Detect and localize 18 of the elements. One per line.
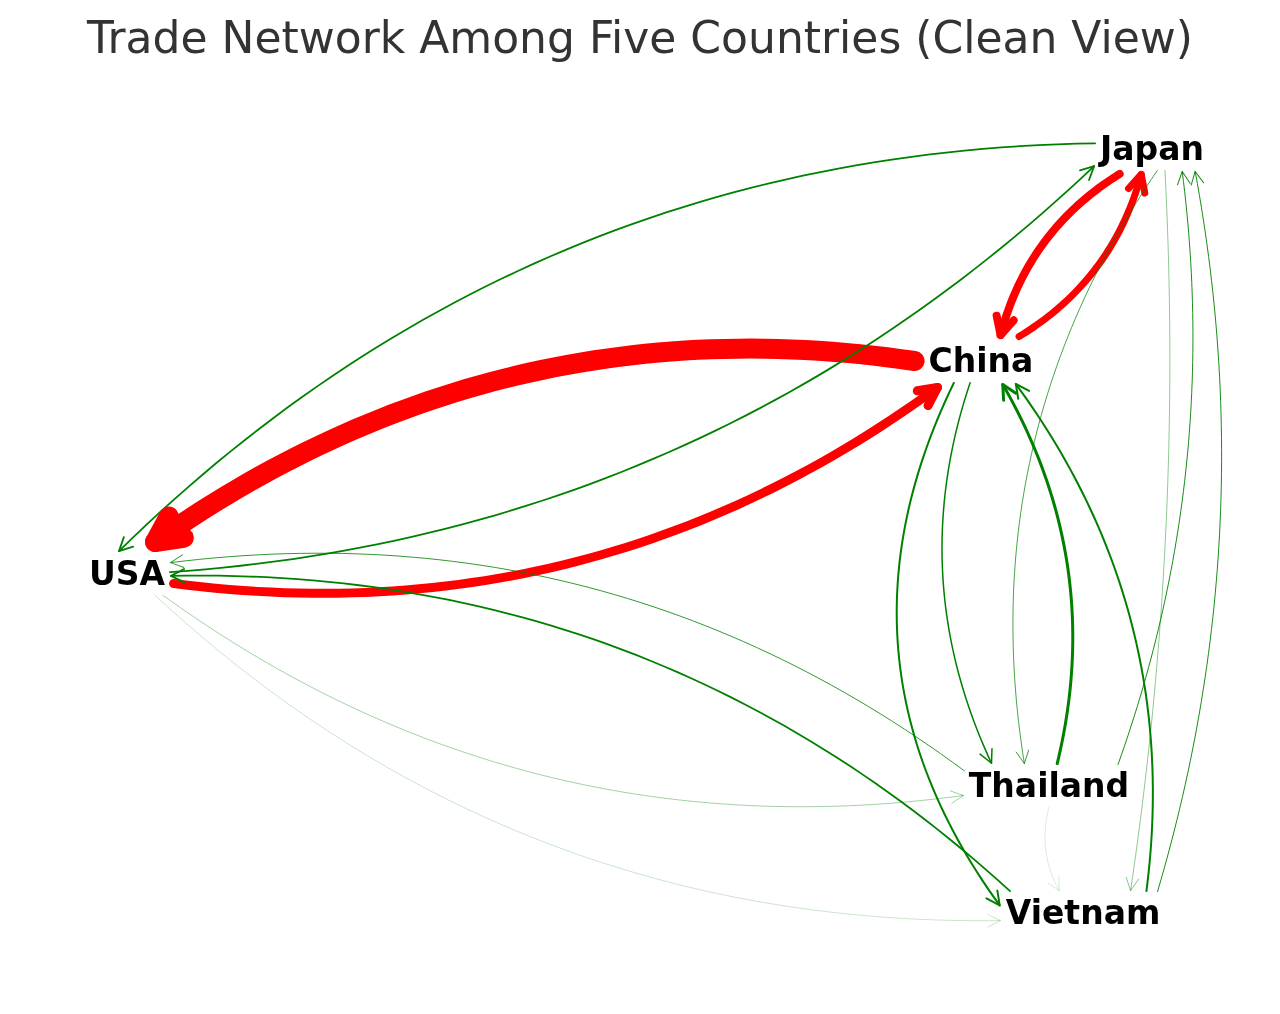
arrow bbox=[1015, 170, 1149, 341]
arrow bbox=[895, 381, 1001, 907]
country-label: Thailand bbox=[966, 767, 1132, 805]
arrow bbox=[170, 568, 1011, 893]
arrow bbox=[1157, 170, 1223, 893]
country-label: Vietnam bbox=[1003, 894, 1163, 932]
arrow bbox=[170, 552, 965, 772]
arrow bbox=[169, 382, 942, 598]
chart-title: Trade Network Among Five Countries (Clean View) bbox=[87, 12, 1193, 65]
arrow bbox=[992, 169, 1124, 340]
arrow bbox=[1014, 382, 1154, 893]
country-label: China bbox=[926, 342, 1036, 380]
country-label: Japan bbox=[1098, 130, 1206, 168]
arrow bbox=[941, 381, 993, 765]
arrow bbox=[1001, 382, 1075, 766]
arrow bbox=[1117, 170, 1194, 766]
country-label: USA bbox=[86, 555, 168, 593]
arrow bbox=[145, 338, 925, 553]
